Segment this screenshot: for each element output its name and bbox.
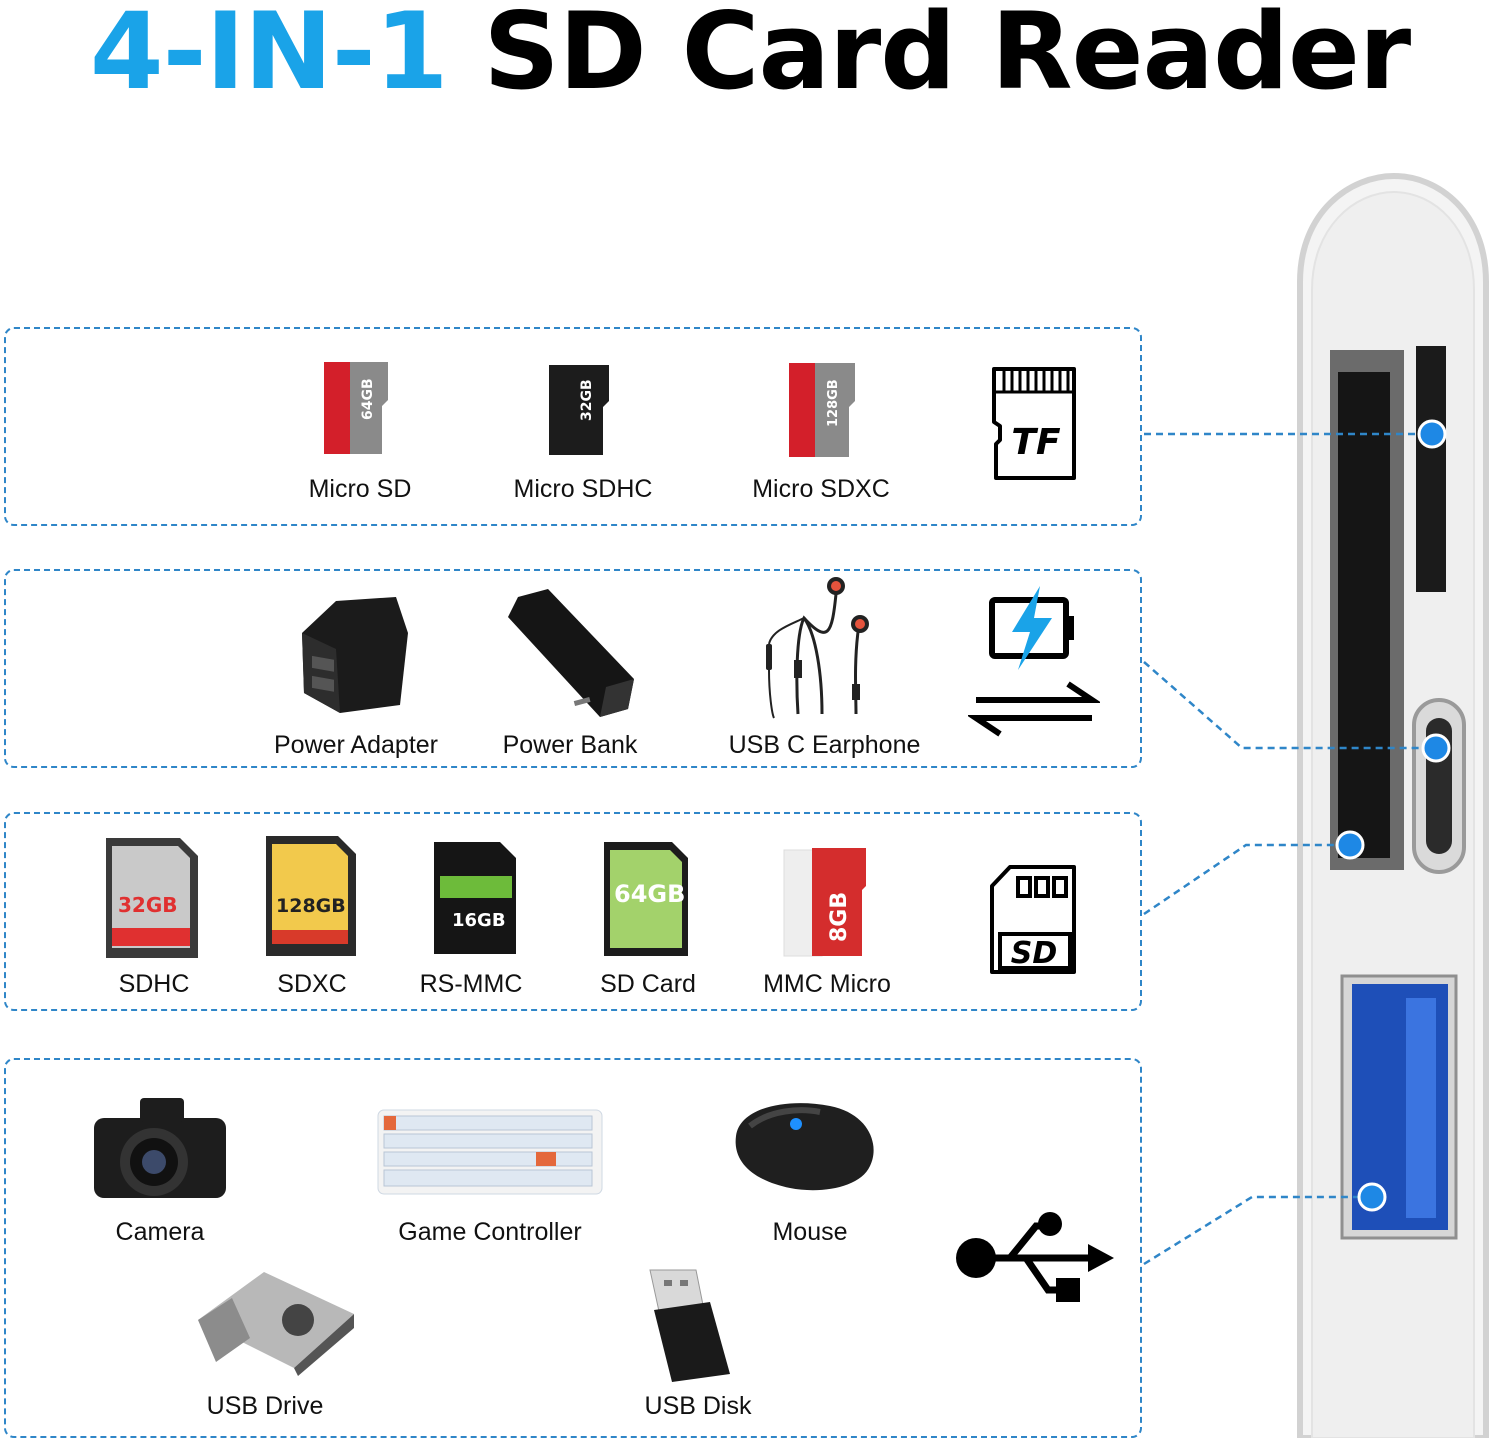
svg-text:32GB: 32GB — [579, 379, 595, 421]
micro-sdhc-card-icon: 32GB — [549, 365, 609, 455]
card-reader-device — [1297, 172, 1489, 1438]
item-power-adapter: Power Adapter — [266, 585, 446, 765]
item-usb-disk: USB Disk — [618, 1262, 778, 1432]
sd-card-icon: 64GB — [604, 842, 688, 956]
item-camera: Camera — [80, 1088, 240, 1248]
item-mouse: Mouse — [730, 1088, 890, 1248]
keyboard-icon — [377, 1109, 603, 1195]
rs-mmc-card-icon: 16GB — [434, 842, 516, 954]
item-sdhc: 32GB SDHC — [84, 832, 224, 1004]
item-micro-sdhc: 32GB Micro SDHC — [503, 355, 663, 515]
power-bank-icon — [508, 589, 634, 717]
svg-text:16GB: 16GB — [452, 910, 506, 931]
label-rs-mmc: RS-MMC — [419, 970, 523, 998]
svg-text:128GB: 128GB — [276, 895, 346, 917]
label-game-controller: Game Controller — [398, 1218, 582, 1246]
mmc-micro-card-icon: 8GB — [783, 848, 866, 957]
label-camera: Camera — [115, 1218, 205, 1246]
title-accent: 4-IN-1 — [89, 0, 449, 113]
sdhc-card-icon: 32GB — [106, 838, 198, 958]
item-usb-drive: USB Drive — [180, 1262, 354, 1432]
sd-card-panel — [4, 812, 1142, 1011]
usb-panel — [4, 1058, 1142, 1438]
label-mmc-micro: MMC Micro — [763, 970, 891, 998]
item-power-bank: Power Bank — [490, 585, 650, 765]
usb-c-earphone-icon — [766, 577, 869, 719]
usb-disk-icon — [649, 1269, 730, 1382]
usb-symbol-icon — [956, 1212, 1114, 1302]
tf-card-panel — [4, 327, 1142, 526]
label-sdxc: SDXC — [277, 970, 347, 998]
svg-text:64GB: 64GB — [614, 880, 685, 908]
label-sdhc: SDHC — [118, 970, 190, 998]
label-micro-sdxc: Micro SDXC — [752, 475, 890, 503]
title-rest: SD Card Reader — [483, 0, 1411, 113]
usb-drive-icon — [198, 1272, 354, 1376]
label-sd-card: SD Card — [600, 970, 696, 998]
svg-text:SD: SD — [1011, 936, 1058, 971]
svg-text:8GB: 8GB — [827, 892, 852, 942]
item-sdxc: 128GB SDXC — [242, 832, 382, 1004]
svg-text:TF: TF — [1011, 422, 1061, 463]
item-micro-sd: 64GB Micro SD — [280, 355, 440, 515]
page-title: 4-IN-1 SD Card Reader — [0, 0, 1500, 112]
svg-text:32GB: 32GB — [118, 893, 178, 917]
power-panel — [4, 569, 1142, 768]
item-micro-sdxc: 128GB Micro SDXC — [741, 355, 901, 515]
tf-card-icon: TF — [992, 367, 1076, 480]
charging-transfer-icon — [968, 586, 1100, 737]
item-game-controller: Game Controller — [370, 1100, 610, 1250]
item-usb-c-earphone: USB C Earphone — [722, 572, 927, 765]
power-adapter-icon — [302, 597, 408, 713]
mouse-icon — [735, 1103, 874, 1191]
item-sd-card: 64GB SD Card — [578, 832, 718, 1004]
label-power-bank: Power Bank — [502, 731, 638, 759]
label-mouse: Mouse — [772, 1218, 848, 1246]
label-usb-disk: USB Disk — [644, 1392, 752, 1420]
label-usb-drive: USB Drive — [206, 1392, 324, 1420]
micro-sdxc-card-icon: 128GB — [789, 363, 855, 457]
sdxc-card-icon: 128GB — [266, 836, 356, 956]
label-usb-c-earphone: USB C Earphone — [728, 731, 921, 759]
item-rs-mmc: 16GB RS-MMC — [400, 832, 542, 1004]
micro-sd-card-icon: 64GB — [324, 362, 388, 454]
svg-text:128GB: 128GB — [826, 379, 841, 427]
label-power-adapter: Power Adapter — [274, 731, 438, 759]
camera-icon — [94, 1098, 226, 1198]
label-micro-sd: Micro SD — [308, 475, 412, 503]
sd-card-outline-icon: SD — [990, 865, 1076, 974]
item-mmc-micro: 8GB MMC Micro — [752, 832, 902, 1004]
svg-text:64GB: 64GB — [360, 378, 376, 420]
label-micro-sdhc: Micro SDHC — [513, 475, 653, 503]
